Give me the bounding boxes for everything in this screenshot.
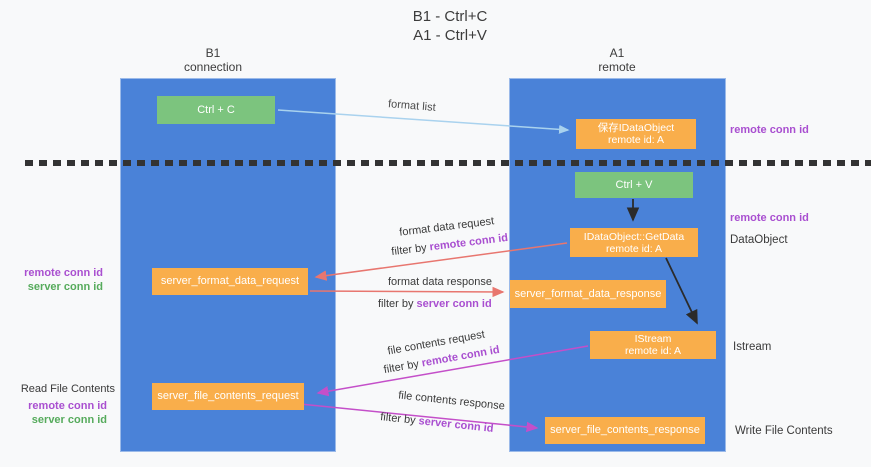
server-format-data-response-label: server_format_data_response <box>514 287 662 300</box>
server-file-contents-request-label: server_file_contents_request <box>157 390 299 402</box>
remote-conn-id-annotation: remote conn id <box>730 212 809 224</box>
server-format-data-response-node: server_format_data_response <box>510 280 666 308</box>
write-file-contents-annotation: Write File Contents <box>735 425 833 437</box>
file-contents-response-filter-label: filter by server conn id <box>380 411 494 435</box>
istream-annotation: Istream <box>733 341 772 353</box>
format-data-response-arrow <box>309 286 505 298</box>
server-file-contents-response-node: server_file_contents_response <box>545 417 705 444</box>
getdata-line2: remote id: A <box>605 242 663 255</box>
format-data-response-label: format data response <box>388 276 492 288</box>
server-conn-id-annotation: server conn id <box>31 414 107 426</box>
title-line-1: B1 - Ctrl+C <box>412 8 488 25</box>
server-conn-id-text: server conn id <box>417 415 495 435</box>
getdata-line1: IDataObject::GetData <box>583 230 685 243</box>
right-column-role: remote <box>598 60 636 74</box>
istream-node: IStream remote id: A <box>590 331 716 359</box>
remote-conn-id-annotation: remote conn id <box>24 267 103 279</box>
ctrl-v-node: Ctrl + V <box>575 172 693 198</box>
title-line-2: A1 - Ctrl+V <box>413 27 487 44</box>
ctrl-v-label: Ctrl + V <box>615 178 653 191</box>
idataobject-getdata-node: IDataObject::GetData remote id: A <box>570 228 698 257</box>
filter-by-text: filter by <box>378 298 417 310</box>
server-conn-id-text: server conn id <box>416 298 492 310</box>
remote-conn-id-text: remote conn id <box>428 231 509 254</box>
filter-by-text: filter by <box>379 411 420 428</box>
left-column-header: B1 connection <box>133 46 293 74</box>
right-column-header: A1 remote <box>537 46 697 74</box>
server-file-contents-request-node: server_file_contents_request <box>152 383 304 410</box>
file-contents-response-label: file contents response <box>397 389 506 413</box>
save-dataobject-line1: 保存IDataObject <box>597 122 675 134</box>
phase-separator-dashed-line <box>25 160 871 166</box>
left-conn-ids-annotation-2: remote conn id server conn id <box>0 399 107 427</box>
ctrl-c-label: Ctrl + C <box>197 103 235 116</box>
left-conn-ids-annotation-1: remote conn id server conn id <box>0 266 103 294</box>
filter-by-text: filter by <box>390 241 431 259</box>
server-format-data-request-label: server_format_data_request <box>160 275 300 287</box>
left-column-role: connection <box>183 60 243 74</box>
server-file-contents-response-label: server_file_contents_response <box>550 424 700 436</box>
dataobject-annotation: DataObject <box>730 234 788 246</box>
format-list-label: format list <box>387 98 437 114</box>
read-file-contents-annotation: Read File Contents <box>20 383 115 395</box>
ctrl-c-node: Ctrl + C <box>157 96 275 124</box>
remote-conn-id-annotation: remote conn id <box>28 400 107 412</box>
server-conn-id-annotation: server conn id <box>27 281 103 293</box>
istream-line1: IStream <box>634 333 672 345</box>
istream-line2: remote id: A <box>624 345 682 357</box>
save-dataobject-node: 保存IDataObject remote id: A <box>576 119 696 149</box>
diagram-title: B1 - Ctrl+C A1 - Ctrl+V <box>330 7 570 45</box>
server-format-data-request-node: server_format_data_request <box>152 268 308 295</box>
format-data-response-filter-label: filter by server conn id <box>378 298 492 310</box>
left-column-name: B1 <box>205 46 221 60</box>
filter-by-text: filter by <box>382 357 423 377</box>
save-dataobject-line2: remote id: A <box>607 134 665 146</box>
right-column-name: A1 <box>609 46 625 60</box>
remote-conn-id-annotation: remote conn id <box>730 124 809 136</box>
